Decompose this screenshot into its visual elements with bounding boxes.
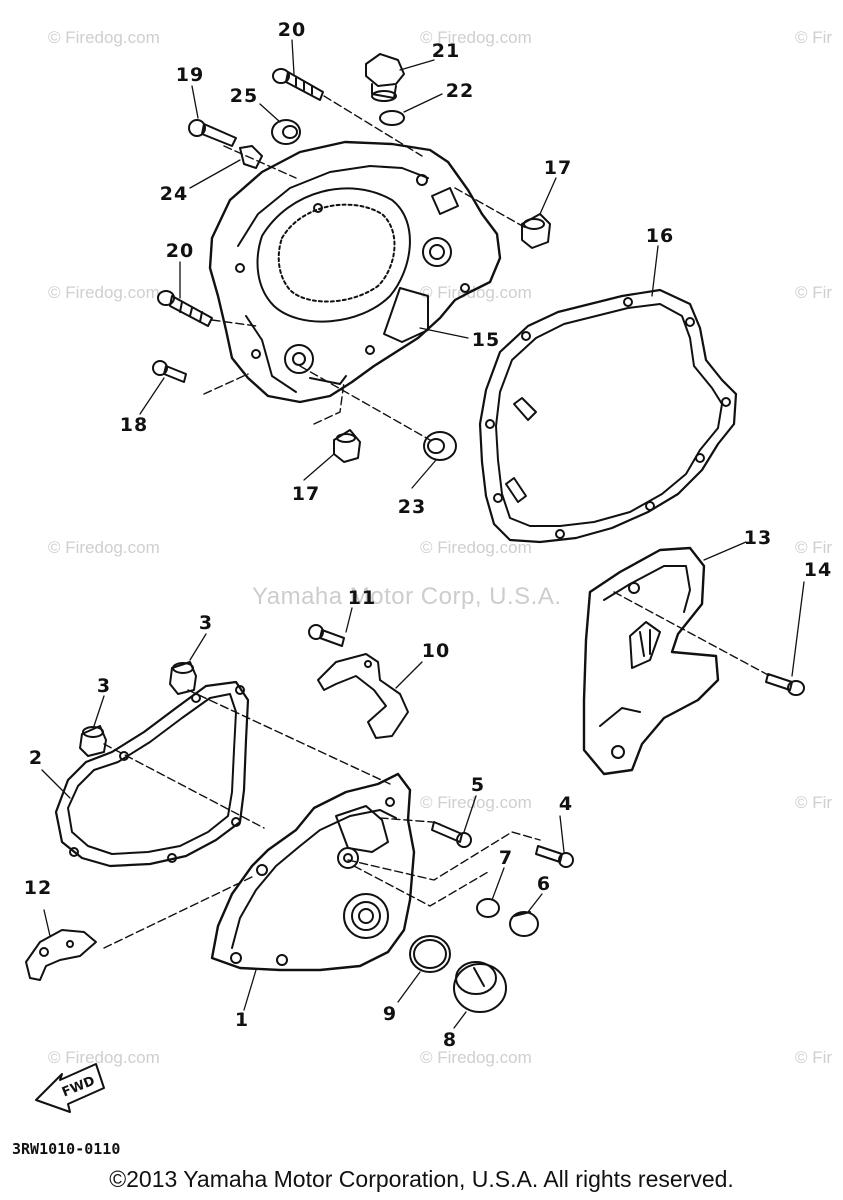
callout-2: 2	[28, 747, 44, 769]
o-ring-22	[379, 110, 405, 126]
callout-4: 4	[558, 793, 574, 815]
watermark: © Firedog.com	[420, 538, 532, 557]
callout-8: 8	[442, 1029, 458, 1051]
crankcase-cover-right	[208, 140, 502, 404]
bolt-19	[188, 119, 237, 147]
diagram-code: 3RW1010-0110	[12, 1140, 121, 1158]
callout-19: 19	[175, 64, 205, 86]
watermark: © Fir	[795, 283, 833, 302]
alignment-lines-lower	[103, 591, 771, 949]
watermark: © Firedog.com	[48, 283, 160, 302]
bolt-5	[431, 821, 472, 848]
bolt-11	[308, 624, 345, 647]
callout-3-lower: 3	[96, 675, 112, 697]
bolt-4	[535, 845, 574, 868]
oil-filler-cap-21	[365, 53, 405, 102]
watermark: © Firedog.com	[48, 1048, 160, 1067]
center-watermark: Yamaha Motor Corp, U.S.A.	[252, 583, 562, 610]
bolt-20-top	[272, 68, 324, 101]
bolt-20-middle	[157, 290, 213, 327]
plug-8	[453, 961, 507, 1013]
plug-6	[509, 911, 539, 937]
leader-lines	[41, 39, 805, 1029]
callout-9: 9	[382, 1003, 398, 1025]
dowel-pin-3-upper	[169, 661, 197, 695]
bracket-12	[25, 929, 97, 981]
watermark: © Firedog.com	[420, 283, 532, 302]
watermark: © Fir	[795, 793, 833, 812]
callout-5: 5	[470, 774, 486, 796]
o-ring-9	[409, 935, 451, 973]
bolt-18	[152, 360, 187, 383]
callout-7: 7	[498, 847, 514, 869]
gasket-2	[54, 680, 250, 868]
watermark: © Firedog.com	[48, 28, 160, 47]
callout-10: 10	[421, 640, 451, 662]
callout-23: 23	[397, 496, 427, 518]
callout-17-upper: 17	[543, 157, 573, 179]
watermark: © Fir	[795, 1048, 833, 1067]
callout-12: 12	[23, 877, 53, 899]
dowel-pin-17-upper	[521, 213, 551, 249]
callout-1: 1	[234, 1009, 250, 1031]
crankcase-cover-left	[210, 772, 416, 972]
oil-seal-25	[271, 119, 301, 145]
callout-20-middle: 20	[165, 240, 195, 262]
watermark: © Firedog.com	[420, 793, 532, 812]
dowel-pin-3-lower	[79, 725, 107, 757]
watermark: © Firedog.com	[420, 1048, 532, 1067]
gasket-16	[478, 288, 738, 544]
callout-15: 15	[471, 329, 501, 351]
callout-20-top: 20	[277, 19, 307, 41]
callout-16: 16	[645, 225, 675, 247]
clamp-24	[239, 145, 263, 169]
dowel-pin-17-lower	[333, 429, 361, 463]
sprocket-cover-13	[582, 546, 720, 776]
callout-3-upper: 3	[198, 612, 214, 634]
copyright-notice: ©2013 Yamaha Motor Corporation, U.S.A. A…	[109, 1166, 734, 1192]
callout-6: 6	[536, 873, 552, 895]
callout-18: 18	[119, 414, 149, 436]
watermark: © Firedog.com	[420, 28, 532, 47]
forward-direction-arrow: FWD	[35, 1063, 105, 1113]
callout-22: 22	[445, 80, 475, 102]
bracket-10	[317, 653, 409, 739]
callout-21: 21	[431, 40, 461, 62]
callout-11: 11	[347, 587, 377, 609]
callout-17-lower: 17	[291, 483, 321, 505]
oil-seal-23	[423, 431, 457, 461]
callout-24: 24	[159, 183, 189, 205]
callout-14: 14	[803, 559, 833, 581]
watermark: © Fir	[795, 28, 833, 47]
o-ring-7	[476, 898, 500, 918]
callout-25: 25	[229, 85, 259, 107]
watermark: © Fir	[795, 538, 833, 557]
bolt-14	[765, 673, 805, 696]
watermark: © Firedog.com	[48, 538, 160, 557]
callout-13: 13	[743, 527, 773, 549]
